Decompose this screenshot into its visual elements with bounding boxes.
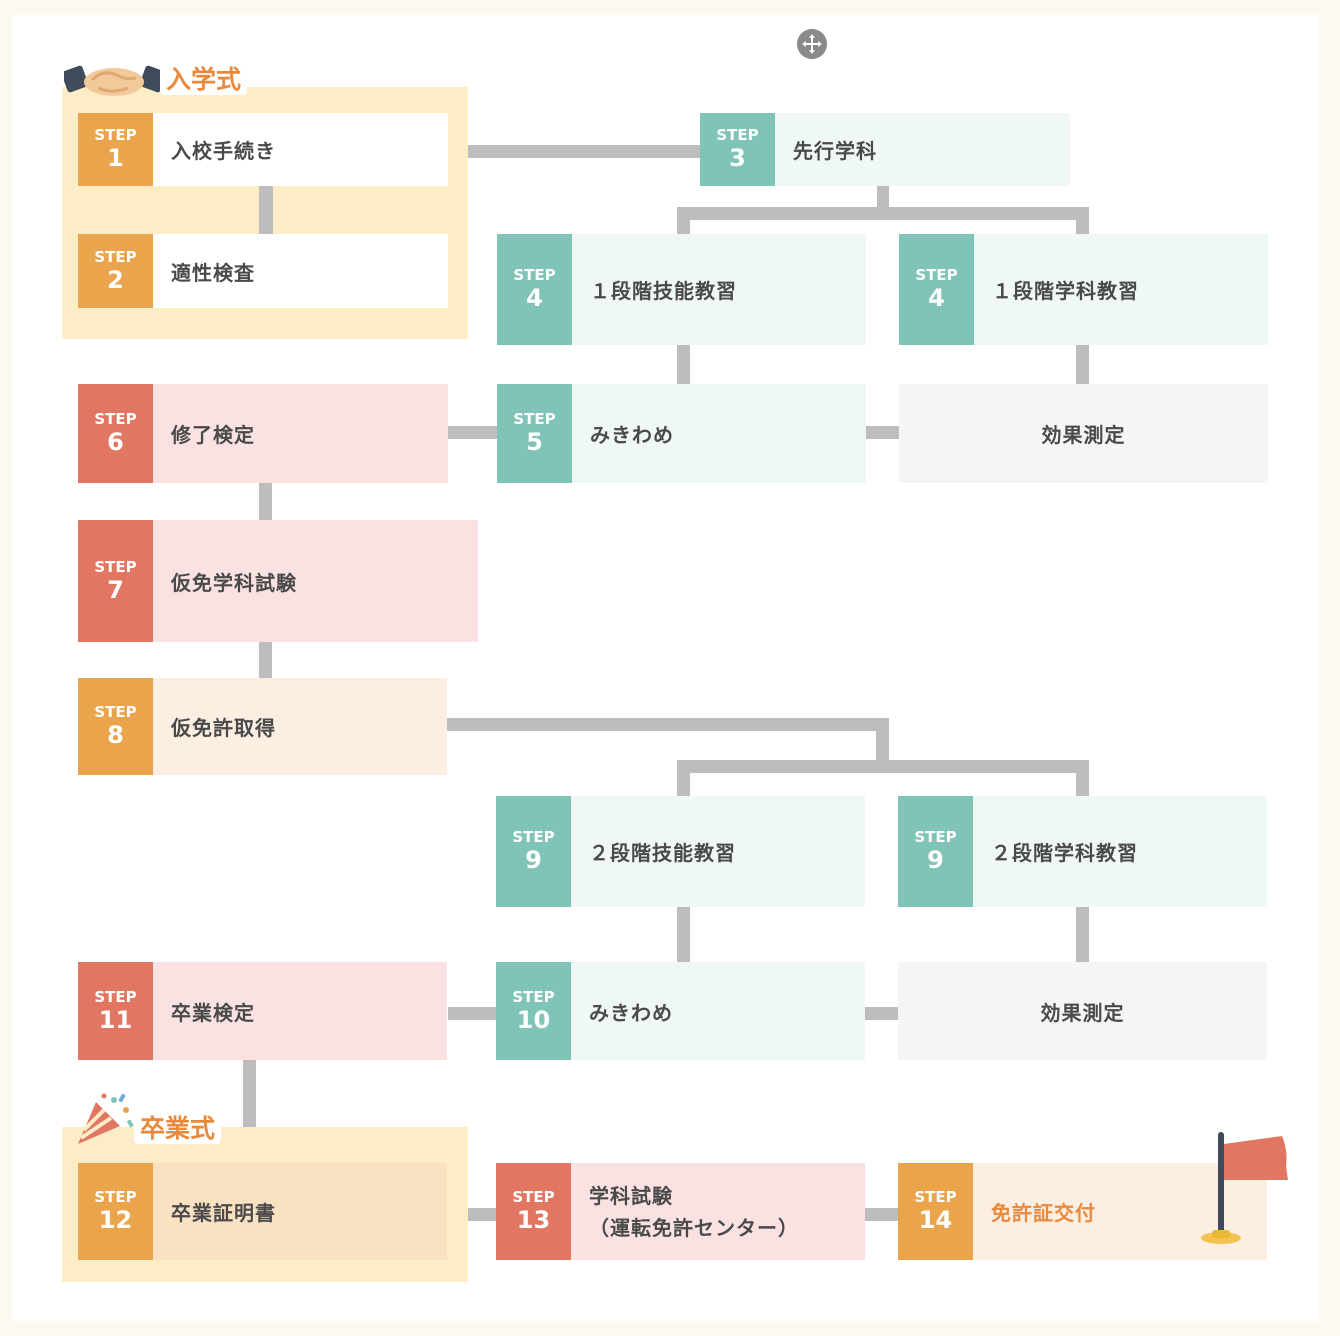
step-label: みきわめ bbox=[589, 1000, 673, 1025]
effect-measurement-1[interactable]: 効果測定 bbox=[899, 384, 1268, 483]
connector bbox=[677, 907, 690, 962]
step-label: 学科試験 （運転免許センター） bbox=[571, 1163, 865, 1260]
connector bbox=[877, 186, 889, 208]
step-label: 適性検査 bbox=[171, 260, 255, 285]
connector bbox=[448, 1007, 496, 1020]
step-label: 免許証交付 bbox=[991, 1201, 1096, 1225]
connector bbox=[866, 426, 899, 439]
step-label: 卒業証明書 bbox=[171, 1201, 276, 1225]
step-label: 仮免学科試験 bbox=[171, 570, 297, 595]
move-cross-icon[interactable] bbox=[796, 28, 828, 60]
step-label: 先行学科 bbox=[793, 139, 877, 163]
connector bbox=[448, 426, 497, 439]
connector bbox=[677, 207, 1089, 220]
step-label: みきわめ bbox=[590, 423, 674, 447]
step-label-line1: 学科試験 bbox=[589, 1183, 673, 1208]
connector bbox=[468, 145, 700, 158]
connector bbox=[677, 207, 690, 234]
handshake-icon bbox=[61, 58, 167, 102]
connector bbox=[1076, 907, 1089, 962]
step-label: ２段階技能教習 bbox=[589, 841, 736, 865]
connector bbox=[1076, 207, 1089, 234]
connector bbox=[865, 1208, 898, 1221]
connector bbox=[677, 760, 690, 796]
connector bbox=[259, 483, 272, 520]
step-label: １段階技能教習 bbox=[590, 279, 737, 303]
connector bbox=[876, 718, 889, 763]
entrance-title: 入学式 bbox=[160, 65, 248, 95]
connector bbox=[865, 1007, 898, 1020]
step-label: 仮免許取得 bbox=[171, 716, 276, 740]
connector bbox=[468, 1208, 496, 1221]
connector bbox=[243, 1060, 256, 1127]
goal-flag-icon bbox=[1200, 1130, 1290, 1248]
connector bbox=[259, 186, 273, 234]
connector bbox=[1076, 760, 1089, 796]
connector bbox=[1076, 345, 1089, 384]
step-label: 入校手続き bbox=[171, 139, 276, 163]
graduation-title: 卒業式 bbox=[134, 1114, 222, 1144]
step-label: １段階学科教習 bbox=[992, 279, 1139, 303]
step-label: 修了検定 bbox=[171, 423, 255, 447]
effect-measurement-2[interactable]: 効果測定 bbox=[898, 962, 1267, 1060]
connector bbox=[677, 345, 690, 384]
connector bbox=[447, 718, 889, 731]
step-label: ２段階学科教習 bbox=[991, 841, 1138, 865]
connector bbox=[677, 760, 1089, 773]
step-label-line2: （運転免許センター） bbox=[589, 1215, 799, 1240]
connector bbox=[259, 642, 272, 678]
party-popper-icon bbox=[74, 1092, 136, 1146]
step-label: 卒業検定 bbox=[171, 1000, 255, 1025]
